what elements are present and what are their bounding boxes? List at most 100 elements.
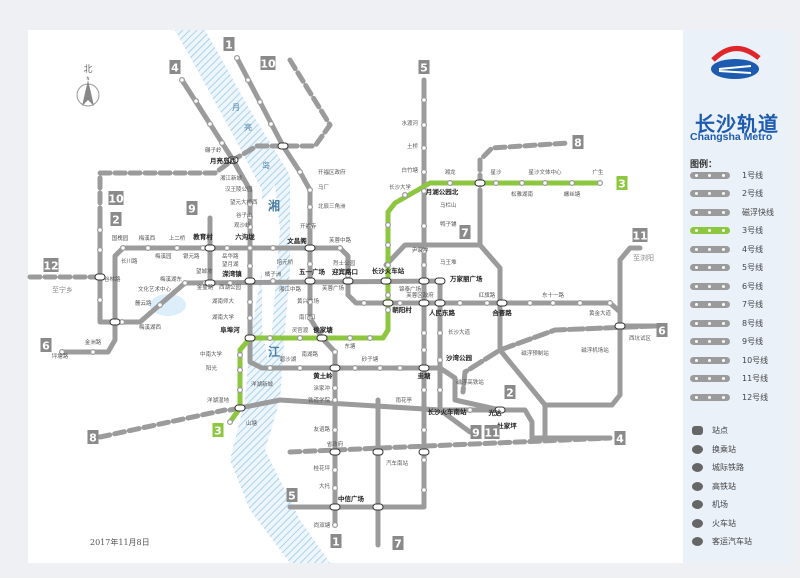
station-label[interactable]: 谷林路 <box>104 275 121 283</box>
station-dot[interactable] <box>568 180 575 187</box>
station-dot[interactable] <box>467 407 474 414</box>
station-dot[interactable] <box>247 224 254 231</box>
station-label[interactable]: 阳光 <box>206 364 218 372</box>
station-dot[interactable] <box>526 300 533 307</box>
station-dot[interactable] <box>268 120 275 127</box>
station-label[interactable]: 银元路 <box>183 252 200 260</box>
station-label[interactable]: 万家丽广场 <box>449 274 483 283</box>
station-dot[interactable] <box>361 300 368 307</box>
station-dot[interactable] <box>96 297 103 304</box>
transfer-station[interactable] <box>372 503 384 511</box>
transfer-station[interactable] <box>304 244 316 252</box>
station-label[interactable]: 梅溪园 <box>155 252 172 260</box>
station-dot[interactable] <box>157 302 164 309</box>
station-dot[interactable] <box>421 188 428 195</box>
station-dot[interactable] <box>385 307 392 314</box>
station-dot[interactable] <box>297 365 304 372</box>
station-label[interactable]: 沙湾公园 <box>446 353 473 362</box>
station-dot[interactable] <box>421 487 428 494</box>
station-label[interactable]: 长沙大学 <box>389 183 412 191</box>
station-dot[interactable] <box>332 397 339 404</box>
station-label[interactable]: 开福区政府 <box>318 168 346 176</box>
line-badge[interactable]: 4 <box>614 431 626 446</box>
station-label[interactable]: 星沙文体中心 <box>528 168 562 176</box>
station-label[interactable]: 黄土岭 <box>313 371 333 380</box>
station-dot[interactable] <box>377 365 384 372</box>
station-label[interactable]: 观沙岭 <box>234 221 251 229</box>
station-label[interactable]: 友谊路 <box>313 425 330 433</box>
station-label[interactable]: 杜家坪 <box>497 421 517 430</box>
station-label[interactable]: 合晋路 <box>491 308 512 317</box>
station-dot[interactable] <box>145 245 152 252</box>
transfer-station[interactable] <box>204 244 216 252</box>
line-badge[interactable]: 10 <box>108 191 124 206</box>
station-dot[interactable] <box>332 385 339 392</box>
station-label[interactable]: 桂花坪 <box>313 464 330 472</box>
station-label[interactable]: 文昌阁 <box>286 236 307 245</box>
station-dot[interactable] <box>119 245 126 252</box>
legend-line-item[interactable]: 磁浮快线 <box>690 206 774 218</box>
transfer-station[interactable] <box>234 404 246 412</box>
legend-line-item[interactable]: 5号线 <box>690 262 763 274</box>
maglev-line[interactable] <box>460 323 658 395</box>
line-badge[interactable]: 4 <box>169 60 181 75</box>
station-dot[interactable] <box>89 349 96 356</box>
station-dot[interactable] <box>307 224 314 231</box>
line-badge[interactable]: 7 <box>459 225 471 240</box>
station-dot[interactable] <box>606 300 613 307</box>
station-label[interactable]: 梅溪湖西 <box>139 323 162 331</box>
legend-line-item[interactable]: 8号线 <box>690 317 763 329</box>
station-dot[interactable] <box>247 315 254 322</box>
line-badge[interactable]: 9 <box>186 201 198 216</box>
transfer-station[interactable] <box>329 364 341 372</box>
line-badge[interactable]: 2 <box>110 212 122 227</box>
station-dot[interactable] <box>257 98 264 105</box>
station-dot[interactable] <box>332 349 339 356</box>
transfer-station[interactable] <box>494 406 506 414</box>
station-dot[interactable] <box>234 54 241 61</box>
station-dot[interactable] <box>596 180 603 187</box>
station-label[interactable]: 南门口 <box>299 313 316 321</box>
station-label[interactable]: 圭塘 <box>418 371 432 380</box>
station-dot[interactable] <box>307 204 314 211</box>
station-label[interactable]: 上二桥 <box>169 234 186 242</box>
station-label[interactable]: 南湖路 <box>301 350 318 358</box>
station-dot[interactable] <box>267 335 274 342</box>
station-dot[interactable] <box>307 299 314 306</box>
line-10[interactable] <box>97 57 333 213</box>
station-label[interactable]: 星沙 <box>490 169 502 176</box>
transfer-station[interactable] <box>382 299 394 307</box>
station-label[interactable]: 教育村 <box>192 232 213 241</box>
station-dot[interactable] <box>367 335 374 342</box>
station-label[interactable]: 月亮岛西 <box>209 156 237 165</box>
station-label[interactable]: 螺丝塘 <box>564 190 581 198</box>
station-label[interactable]: 中信广场 <box>338 494 365 503</box>
station-label[interactable]: 马厂 <box>318 183 330 191</box>
station-label[interactable]: 五一广场 <box>299 267 326 276</box>
station-dot[interactable] <box>270 245 277 252</box>
station-label[interactable]: 洋湖湿地 <box>207 396 230 404</box>
station-label[interactable]: 烈士公园 <box>333 259 356 267</box>
station-label[interactable]: 橘子洲 <box>265 270 282 278</box>
station-dot[interactable] <box>193 97 200 104</box>
station-label[interactable]: 大托 <box>319 482 331 490</box>
station-label[interactable]: 省政府 <box>327 440 344 448</box>
station-dot[interactable] <box>484 300 491 307</box>
line-badge[interactable]: 2 <box>504 385 516 400</box>
station-label[interactable]: 梅溪湖东 <box>160 275 183 283</box>
station-label[interactable]: 尚双塘 <box>314 521 331 529</box>
station-label[interactable]: 坪塘路 <box>52 352 69 360</box>
station-label[interactable]: 侯家塘 <box>313 325 333 334</box>
station-dot[interactable] <box>337 245 344 252</box>
station-label[interactable]: 汽车南站 <box>386 459 409 467</box>
station-label[interactable]: 水渡河 <box>401 119 418 127</box>
line-badge[interactable]: 6 <box>656 323 668 338</box>
legend-line-item[interactable]: 11号线 <box>690 373 768 385</box>
station-label[interactable]: 松雅湖南 <box>511 190 534 198</box>
station-dot[interactable] <box>541 180 548 187</box>
transfer-station[interactable] <box>434 299 446 307</box>
station-dot[interactable] <box>421 387 428 394</box>
station-dot[interactable] <box>421 330 428 337</box>
station-label[interactable]: 芙蓉中路 <box>329 236 352 244</box>
transfer-station[interactable] <box>244 277 256 285</box>
